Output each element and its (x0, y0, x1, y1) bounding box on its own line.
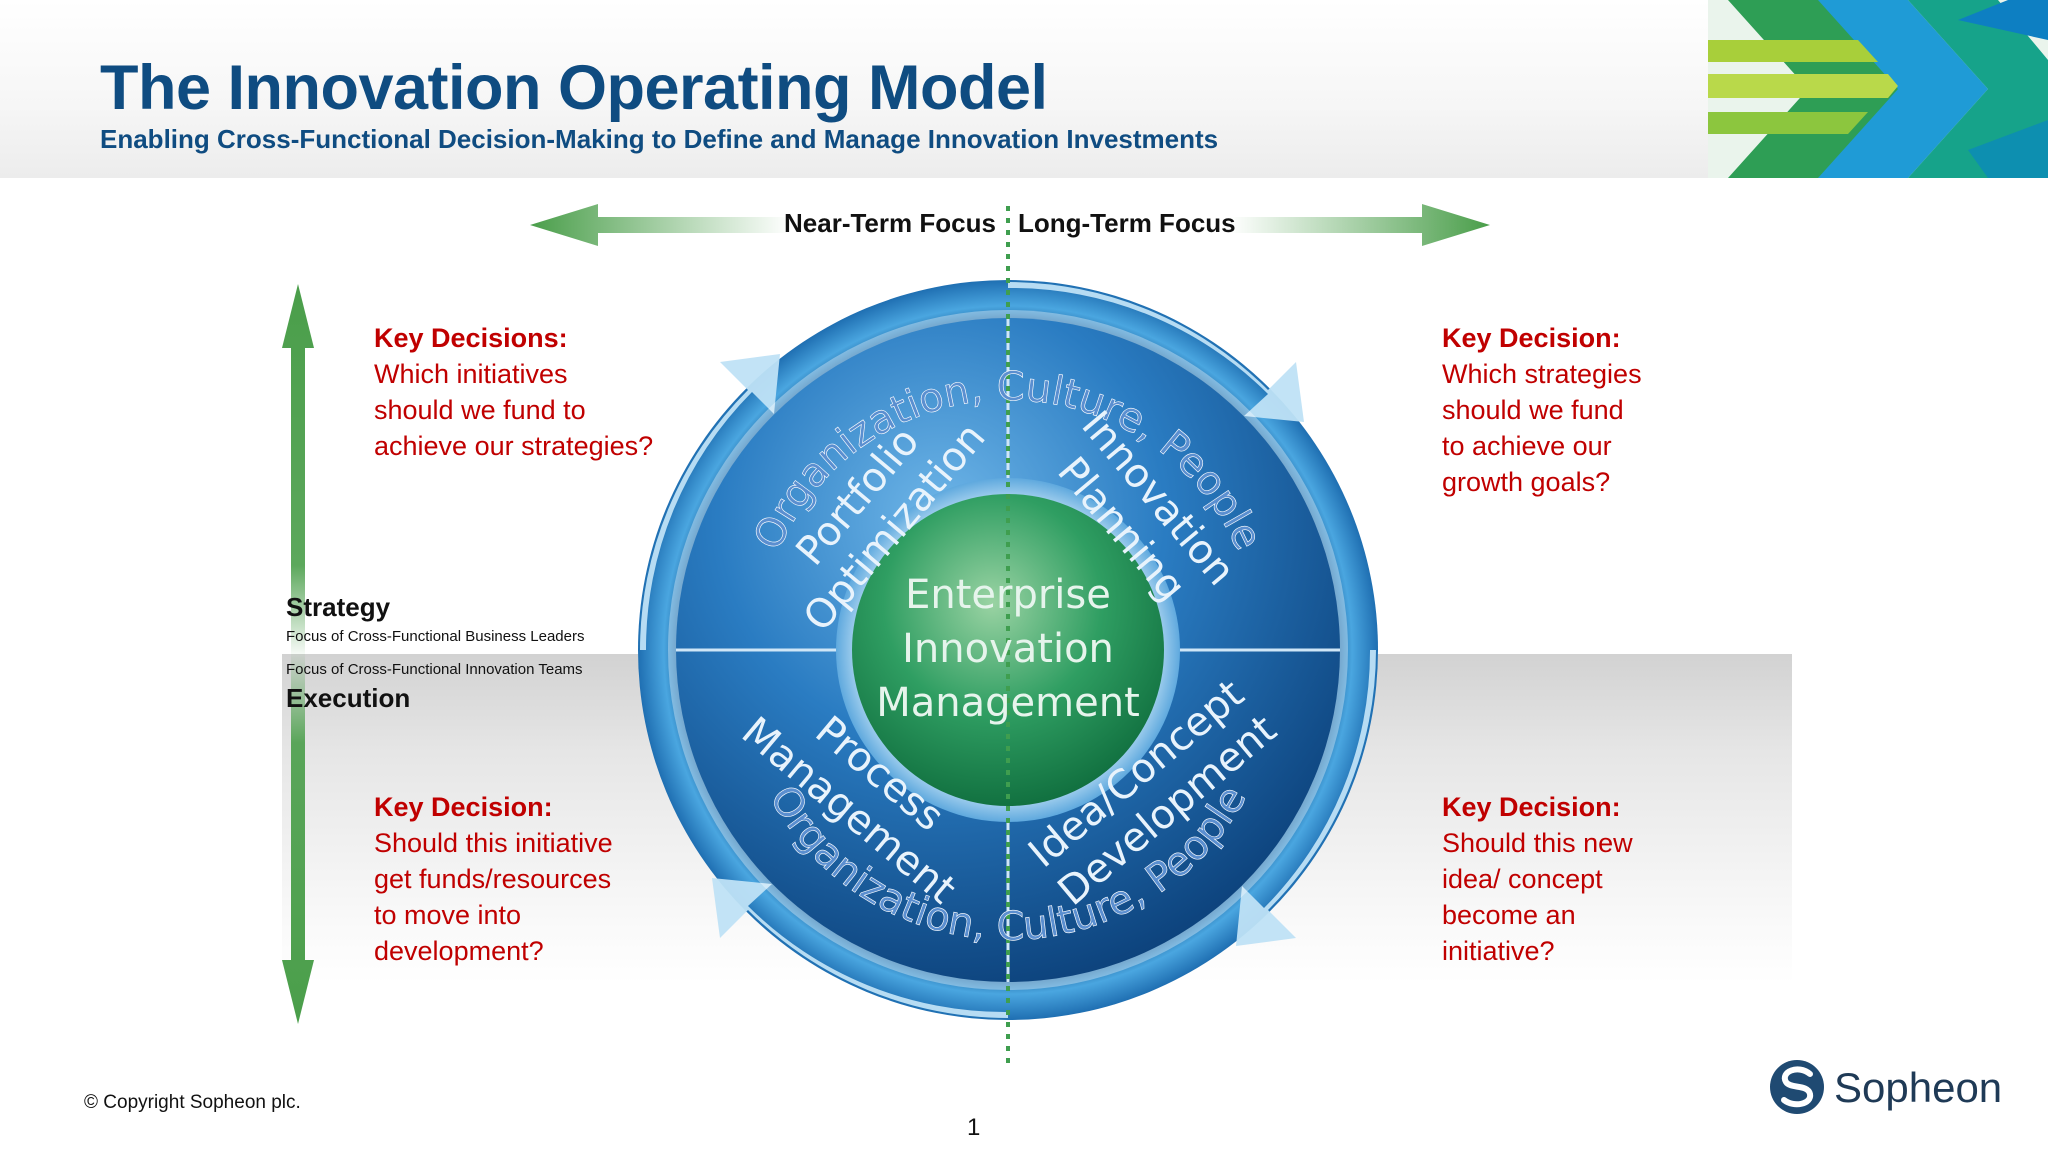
execution-label: Execution (286, 683, 411, 713)
corner-graphic (1708, 0, 2048, 178)
innovation-wheel: Organization, Culture, People Organizati… (638, 206, 1378, 1070)
center-title: Enterprise Innovation Management (876, 572, 1140, 726)
svg-text:Innovation: Innovation (902, 626, 1114, 672)
strategy-label: Strategy (286, 592, 391, 622)
header-band (0, 0, 2048, 178)
key-decision-top-right: Key Decision: Which strategies should we… (1442, 323, 1642, 497)
near-term-label: Near-Term Focus (784, 208, 996, 238)
strategy-execution-arrow (282, 284, 314, 1024)
long-term-label: Long-Term Focus (1018, 208, 1236, 238)
key-decision-bottom-left: Key Decision: Should this initiative get… (374, 792, 613, 966)
ring-arrow-segments (640, 282, 1376, 1018)
long-term-arrow (1230, 204, 1490, 246)
key-decision-bottom-right: Key Decision: Should this new idea/ conc… (1442, 792, 1633, 966)
copyright-notice: © Copyright Sopheon plc. (84, 1092, 301, 1113)
svg-text:Enterprise: Enterprise (905, 572, 1111, 618)
page-title: The Innovation Operating Model (100, 53, 1048, 123)
sopheon-swirl-icon (1770, 1060, 1824, 1114)
key-decision-top-left: Key Decisions: Which initiatives should … (374, 323, 654, 461)
near-term-arrow (530, 204, 790, 246)
page-subtitle: Enabling Cross-Functional Decision-Makin… (100, 124, 1219, 154)
brand-name: Sopheon (1834, 1064, 2003, 1111)
brand-logo: Sopheon (1768, 1058, 2002, 1118)
strategy-sub-label: Focus of Cross-Functional Business Leade… (286, 628, 585, 645)
focus-arrows (530, 204, 1490, 246)
execution-sub-label: Focus of Cross-Functional Innovation Tea… (286, 661, 583, 678)
page-number: 1 (967, 1114, 981, 1141)
svg-text:Management: Management (876, 680, 1140, 726)
